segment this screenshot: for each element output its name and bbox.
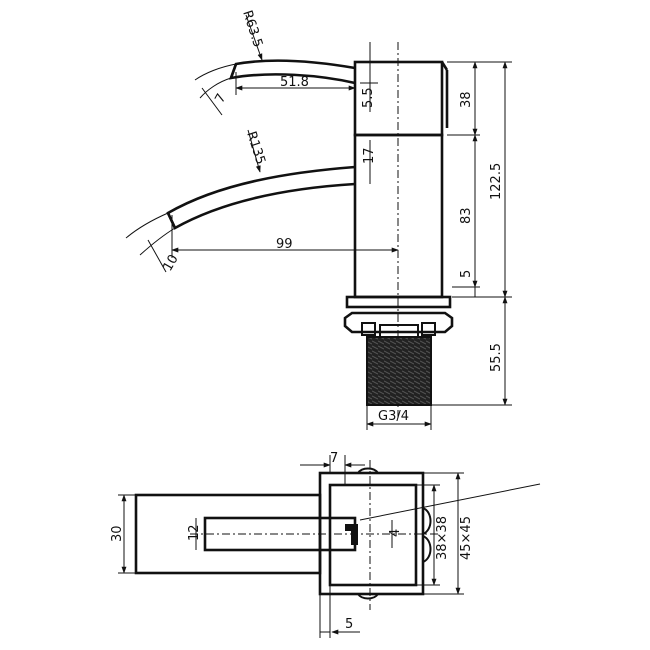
plan-notch-right bbox=[422, 507, 432, 535]
depth-label: 30 bbox=[110, 525, 125, 542]
total-height-label: 122.5 bbox=[489, 163, 504, 200]
spout-bottom-thickness-label: 10 bbox=[160, 252, 181, 274]
handle-indicator bbox=[345, 524, 358, 545]
tap-base-plate bbox=[345, 295, 452, 309]
body-top-height-label: 38 bbox=[459, 91, 474, 108]
spout-top-thickness-dim bbox=[201, 87, 223, 116]
thread-length-label: 55.5 bbox=[489, 343, 504, 372]
offset-bottom-label: 5 bbox=[345, 617, 353, 632]
lower-spout-extension-2 bbox=[139, 227, 176, 256]
plan-notch-bottom bbox=[357, 593, 379, 600]
spout-bottom-length-label: 99 bbox=[276, 237, 293, 252]
plan-view: 7 30 12 4 38×38 45×45 5 bbox=[110, 451, 541, 638]
inner-square-label: 38×38 bbox=[435, 516, 450, 560]
plan-body-inner bbox=[328, 483, 418, 587]
side-view: R63.5 51.8 7 5.5 R135 17 99 10 38 bbox=[125, 9, 512, 430]
lower-spout bbox=[166, 165, 356, 230]
body-mid-height-label: 83 bbox=[459, 207, 474, 224]
upper-spout-extension bbox=[194, 63, 237, 81]
lever-width-label: 12 bbox=[187, 524, 202, 541]
body-top-right-edge bbox=[440, 61, 449, 71]
lever-tip-label: 4 bbox=[388, 529, 403, 537]
gap-bottom-label: 17 bbox=[362, 147, 377, 164]
radius-small-label: R63.5 bbox=[239, 9, 265, 50]
threaded-stem bbox=[366, 336, 432, 406]
tap-base-nut bbox=[343, 311, 454, 334]
radius-large-label: R135 bbox=[243, 130, 268, 167]
radius-small-leader bbox=[245, 14, 263, 61]
thread-spec-label: G3/4 bbox=[378, 409, 409, 424]
lower-spout-extension bbox=[125, 212, 169, 239]
spout-bottom-thickness-dim bbox=[147, 239, 167, 273]
outer-square-label: 45×45 bbox=[459, 516, 474, 560]
plan-notch-top bbox=[357, 467, 379, 474]
spout-top-length-label: 51.8 bbox=[280, 75, 309, 90]
radius-large-leader bbox=[247, 129, 261, 173]
plan-notch-right-2 bbox=[422, 535, 432, 563]
base-height-label: 5 bbox=[459, 270, 474, 278]
upper-spout-extension-2 bbox=[199, 77, 232, 99]
gap-top-label: 5.5 bbox=[361, 87, 376, 108]
spout-top-thickness-label: 7 bbox=[212, 91, 229, 106]
upper-spout-tip-edge bbox=[229, 63, 238, 79]
nut-hex-left bbox=[361, 322, 376, 336]
offset-top-label: 7 bbox=[330, 451, 338, 466]
nut-hex-right bbox=[421, 322, 436, 336]
handle-leader bbox=[359, 483, 541, 521]
